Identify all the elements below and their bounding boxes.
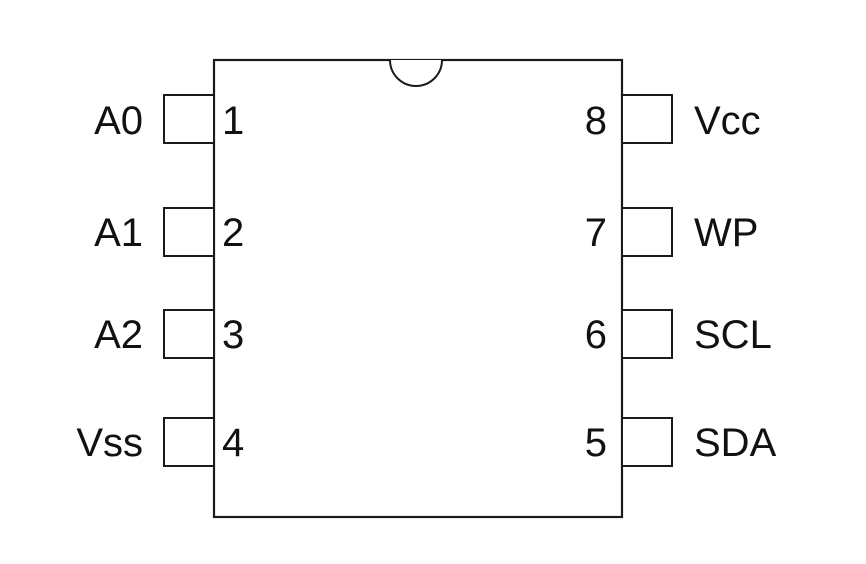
pin-3-number: 3: [222, 313, 244, 357]
pin-2-pad: [163, 207, 215, 257]
pin-2-number: 2: [222, 211, 244, 255]
pin-8: 8 Vcc: [585, 94, 761, 144]
pin-1-pad: [163, 94, 215, 144]
pin-7-pad: [621, 207, 673, 257]
pin-2-label: A1: [94, 211, 143, 255]
pin-8-label: Vcc: [694, 99, 761, 143]
pin-3-label: A2: [94, 313, 143, 357]
pin-6-label: SCL: [694, 313, 772, 357]
pin-5: 5 SDA: [585, 417, 777, 467]
orientation-notch: [389, 59, 443, 87]
pin-8-number: 8: [585, 99, 607, 143]
pin-3: 3 A2: [94, 309, 244, 359]
pin-1: 1 A0: [94, 94, 244, 144]
pin-4-pad: [163, 417, 215, 467]
pin-8-pad: [621, 94, 673, 144]
chip-body: [212, 58, 624, 519]
pin-4-number: 4: [222, 421, 244, 465]
pin-7-label: WP: [694, 211, 758, 255]
pin-6-pad: [621, 309, 673, 359]
pin-3-pad: [163, 309, 215, 359]
pin-4-label: Vss: [76, 421, 143, 465]
pin-6: 6 SCL: [585, 309, 772, 359]
pin-6-number: 6: [585, 313, 607, 357]
pin-2: 2 A1: [94, 207, 244, 257]
pin-5-number: 5: [585, 421, 607, 465]
pin-5-label: SDA: [694, 421, 777, 465]
pin-1-number: 1: [222, 99, 244, 143]
pin-7-number: 7: [585, 211, 607, 255]
pin-5-pad: [621, 417, 673, 467]
pin-4: 4 Vss: [76, 417, 244, 467]
pin-7: 7 WP: [585, 207, 758, 257]
pin-1-label: A0: [94, 99, 143, 143]
